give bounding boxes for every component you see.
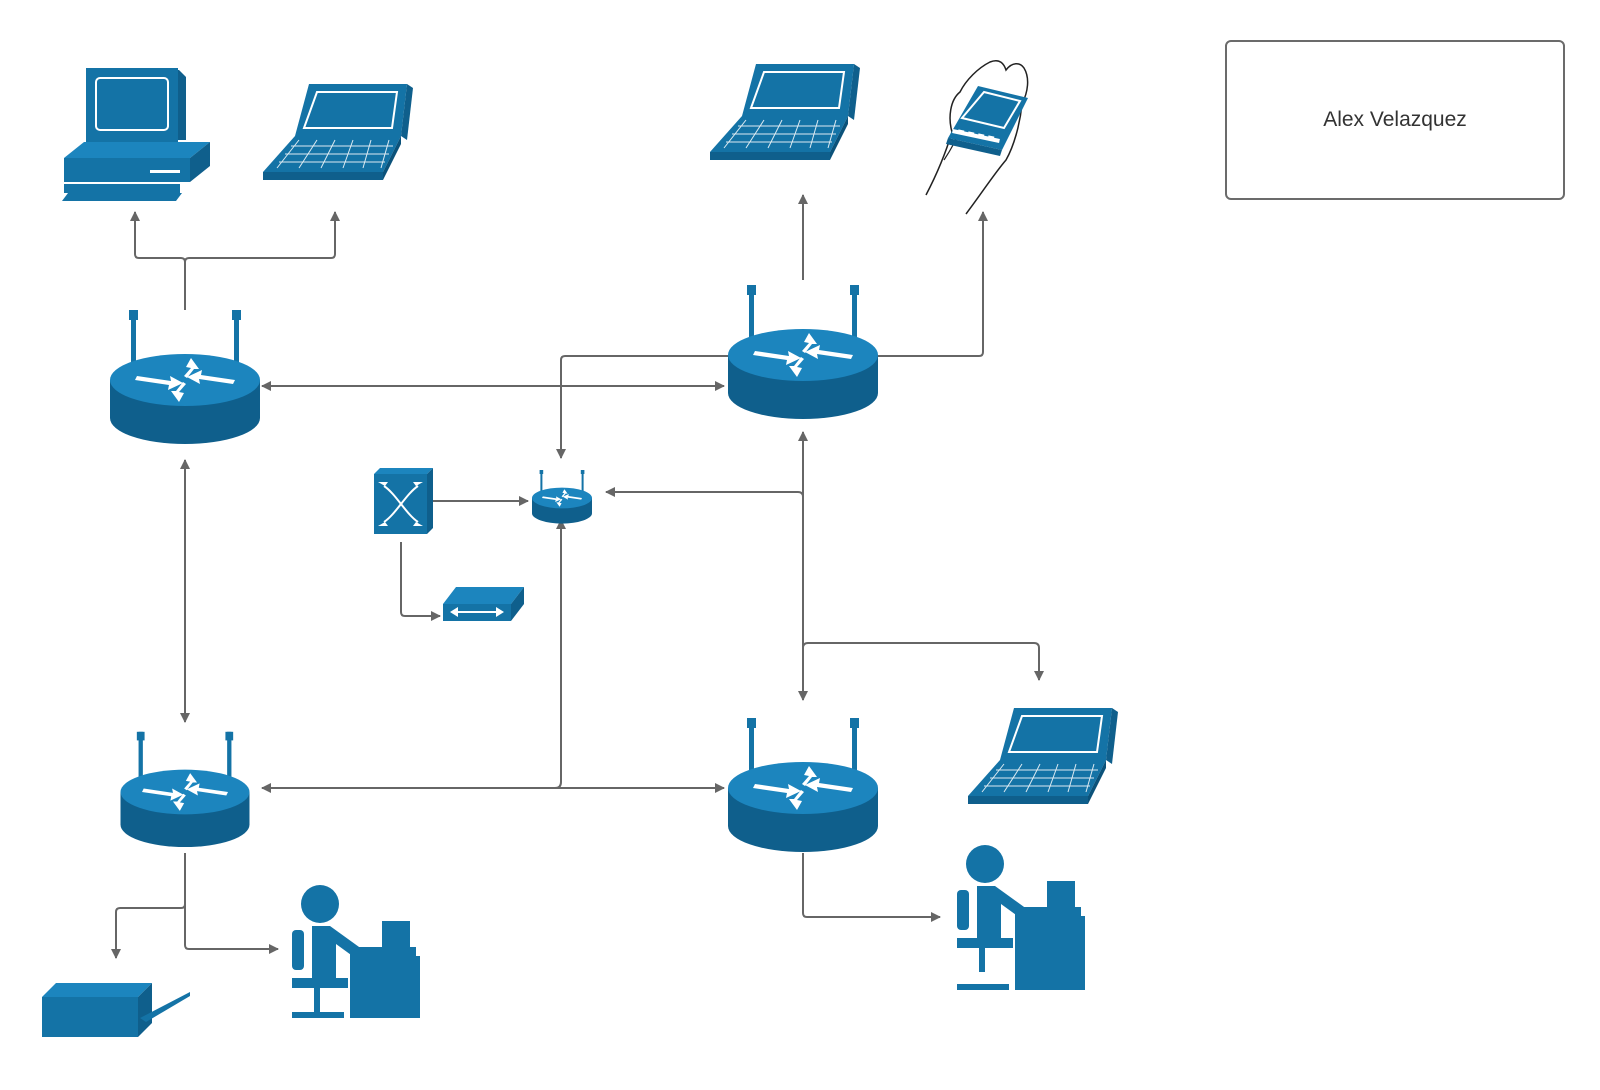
wireless-router-icon <box>728 718 878 852</box>
connector-router-tr-to-pda <box>876 211 988 357</box>
connector-router-br-to-user <box>802 853 941 922</box>
connector-trunk-to-laptop-br <box>802 642 1044 681</box>
printer-icon <box>42 983 190 1037</box>
desktop-computer-icon <box>62 68 210 201</box>
connector-router-bl-to-user <box>184 904 279 954</box>
name-label-box: Alex Velazquez <box>1225 40 1565 200</box>
wireless-router-icon <box>110 310 260 444</box>
laptop-top-left[interactable] <box>263 84 413 180</box>
handheld-pda[interactable] <box>925 59 1029 215</box>
router-top-left[interactable] <box>110 310 260 444</box>
connector-router-tr-to-small-router <box>556 355 730 459</box>
router-bottom-right[interactable] <box>728 718 878 852</box>
workstation-user-left[interactable] <box>292 885 420 1018</box>
router-bottom-left[interactable] <box>120 731 250 848</box>
router-small-center[interactable] <box>532 470 592 524</box>
workstation-user-icon <box>292 885 420 1018</box>
connector-router-bl-to-printer <box>111 853 186 959</box>
bridge-icon <box>443 587 524 621</box>
laptop-icon <box>263 84 413 180</box>
router-top-right[interactable] <box>728 285 878 419</box>
printer[interactable] <box>42 983 190 1037</box>
laptop-top-right[interactable] <box>710 64 860 160</box>
connectors <box>111 194 1044 959</box>
laptop-icon <box>710 64 860 160</box>
desktop-computer[interactable] <box>62 68 210 201</box>
name-label: Alex Velazquez <box>1323 108 1467 131</box>
handheld-pda-icon <box>925 59 1029 215</box>
wireless-router-icon <box>532 470 592 524</box>
workstation-user-right[interactable] <box>957 845 1085 990</box>
connector-switch-to-bridge <box>400 542 441 621</box>
connector-link-to-small-router <box>554 519 566 789</box>
atm-switch[interactable] <box>374 468 433 534</box>
workstation-user-icon <box>957 845 1085 990</box>
connector-router-tl-to-desktop <box>130 211 186 310</box>
bridge[interactable] <box>443 587 524 621</box>
laptop-bottom-right[interactable] <box>968 708 1118 804</box>
connector-router-tl-to-laptop <box>184 211 340 263</box>
laptop-icon <box>968 708 1118 804</box>
wireless-router-icon <box>728 285 878 419</box>
connector-trunk-to-small-router <box>605 487 804 498</box>
atm-switch-icon <box>374 468 433 534</box>
wireless-router-icon <box>120 731 250 848</box>
